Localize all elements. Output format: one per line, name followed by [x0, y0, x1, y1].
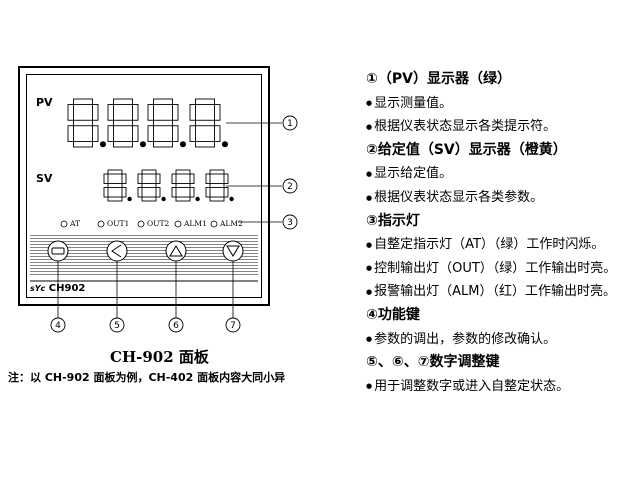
legend-text: 显示测量值。 — [374, 95, 453, 111]
legend-bullet-item: ●控制输出灯（OUT）（绿）工作输出时亮。 — [366, 257, 616, 276]
legend-text: 参数的调出，参数的修改确认。 — [374, 331, 557, 347]
legend-text: 显示给定值。 — [374, 166, 453, 182]
indicator-lights — [60, 220, 218, 228]
legend-heading: ③指示灯 — [366, 210, 420, 230]
legend-heading: ②给定值（SV）显示器（橙黄） — [366, 139, 567, 159]
legend-text: 根据仪表状态显示各类参数。 — [374, 190, 544, 205]
callout-6-number: 6 — [173, 321, 179, 331]
set-icon — [51, 247, 65, 255]
legend-text: 根据仪表状态显示各类提示符。 — [374, 119, 557, 135]
indicator-at-light — [60, 220, 68, 228]
indicator-out2-label: OUT2 — [147, 219, 170, 228]
legend-text: 用于调整数字或进入自整定状态。 — [374, 378, 570, 394]
legend-bullet-item: ●参数的调出，参数的修改确认。 — [366, 328, 556, 347]
function-key[interactable] — [47, 240, 69, 262]
bullet-dot-icon: ● — [366, 169, 373, 178]
callout-4 — [50, 317, 66, 333]
legend-text: ②给定值（SV）显示器（橙黄） — [366, 141, 567, 158]
model-name: CH902 — [48, 283, 86, 294]
indicator-out1-light — [97, 220, 105, 228]
pv-digit-3 — [147, 98, 186, 148]
indicator-alm2-label: ALM2 — [220, 219, 243, 228]
legend-bullet-item: ●显示给定值。 — [366, 162, 452, 181]
indicator-alm1-label: ALM1 — [184, 219, 207, 228]
callout-leaders — [57, 122, 282, 318]
callout-1 — [282, 115, 298, 131]
bullet-dot-icon: ● — [366, 335, 373, 344]
indicator-alm2-light — [210, 220, 218, 228]
shift-key[interactable] — [106, 240, 128, 262]
button-strip — [30, 234, 258, 276]
legend-text: ①（PV）显示器（绿） — [366, 71, 511, 87]
sv-digit-3 — [171, 169, 200, 202]
bullet-dot-icon: ● — [366, 122, 373, 131]
triangle-up-icon — [169, 245, 183, 257]
legend-text: 报警输出灯（ALM）（红）工作输出时亮。 — [374, 284, 616, 300]
callout-4-number: 4 — [55, 321, 61, 331]
sv-label: SV — [36, 172, 53, 185]
legend-bullet-item: ●自整定指示灯（AT）（绿）工作时闪烁。 — [366, 233, 604, 252]
brand-model: sYc CH902 — [30, 283, 85, 294]
sv-digit-4 — [205, 169, 234, 202]
pv-digit-4 — [189, 98, 228, 148]
legend-bullet-item: ●根据仪表状态显示各类参数。 — [366, 186, 543, 205]
brand-logo: sYc — [30, 284, 46, 293]
legend-text: ⑤、⑥、⑦数字调整键 — [366, 354, 500, 371]
pv-label: PV — [36, 96, 53, 109]
callout-5-number: 5 — [114, 321, 120, 331]
legend-text: 控制输出灯（OUT）（绿）工作输出时亮。 — [374, 260, 617, 276]
pv-display — [67, 98, 228, 148]
bullet-dot-icon: ● — [366, 382, 373, 391]
indicator-alm1-light — [174, 220, 182, 228]
sv-digit-2 — [137, 169, 166, 202]
bullet-dot-icon: ● — [366, 264, 373, 273]
legend-text: ④功能键 — [366, 307, 420, 323]
legend-heading: ①（PV）显示器（绿） — [366, 68, 511, 88]
bullet-dot-icon: ● — [366, 240, 373, 249]
down-key[interactable] — [222, 240, 244, 262]
bullet-dot-icon: ● — [366, 193, 373, 202]
callout-2 — [282, 178, 298, 194]
callout-1-number: 1 — [287, 119, 293, 129]
pv-digit-1 — [67, 98, 106, 148]
callout-2-number: 2 — [287, 182, 293, 192]
callout-6 — [168, 317, 184, 333]
callout-5 — [109, 317, 125, 333]
legend-text: ③指示灯 — [366, 212, 420, 229]
indicator-at-label: AT — [70, 219, 81, 228]
panel-note: 注：以 CH-902 面板为例，CH-402 面板内容大同小异 — [8, 371, 286, 384]
callout-numbers: 1 2 3 4 5 6 7 — [55, 119, 293, 331]
legend-bullet-item: ●报警输出灯（ALM）（红）工作输出时亮。 — [366, 280, 616, 299]
pv-digit-2 — [107, 98, 146, 148]
legend-heading: ⑤、⑥、⑦数字调整键 — [366, 351, 500, 371]
panel-title: CH-902 面板 — [110, 348, 209, 366]
legend-bullet-item: ●用于调整数字或进入自整定状态。 — [366, 375, 569, 394]
sv-display — [103, 169, 234, 202]
callout-7-number: 7 — [230, 321, 236, 331]
callout-3 — [282, 214, 298, 230]
legend-bullet-item: ●根据仪表状态显示各类提示符。 — [366, 115, 556, 134]
callout-circles — [50, 115, 298, 333]
indicator-out1-label: OUT1 — [107, 219, 130, 228]
indicator-out2-light — [137, 220, 145, 228]
bullet-dot-icon: ● — [366, 99, 373, 108]
legend-bullet-item: ●显示测量值。 — [366, 92, 452, 111]
callout-3-number: 3 — [287, 218, 293, 228]
bullet-dot-icon: ● — [366, 287, 373, 296]
up-key[interactable] — [165, 240, 187, 262]
triangle-down-icon — [226, 245, 240, 257]
legend-text: 自整定指示灯（AT）（绿）工作时闪烁。 — [374, 237, 605, 253]
callout-7 — [225, 317, 241, 333]
legend-heading: ④功能键 — [366, 304, 420, 324]
chevron-left-icon — [111, 244, 122, 258]
sv-digit-1 — [103, 169, 132, 202]
